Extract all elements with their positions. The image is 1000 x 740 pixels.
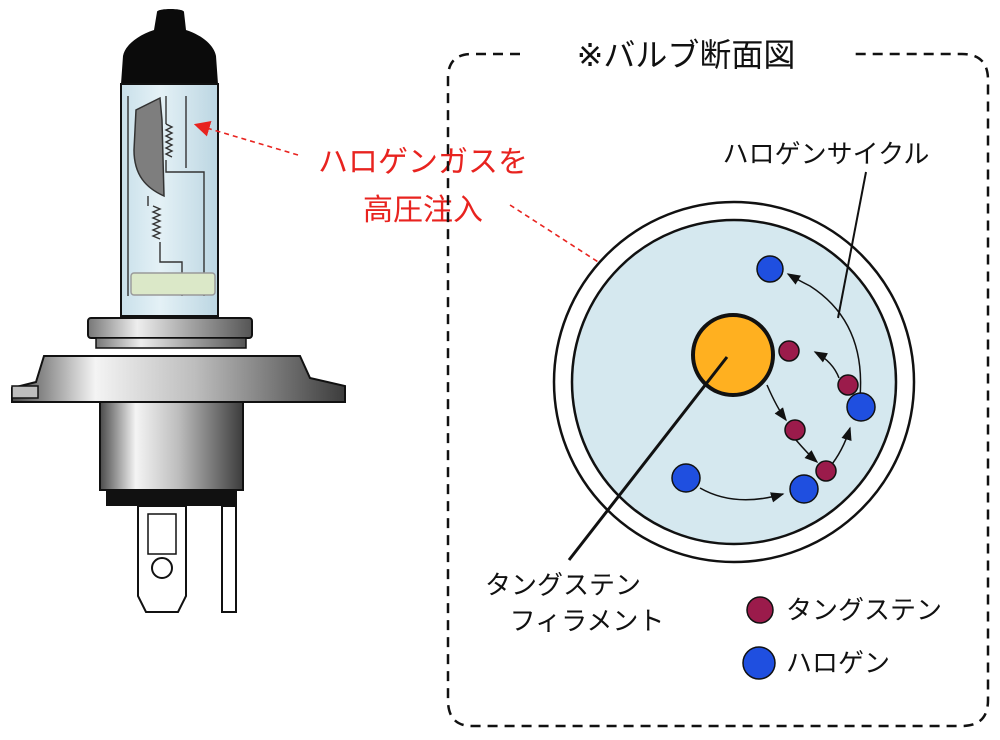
terminal-pin-hole	[151, 557, 173, 579]
halogen-cycle-arrows	[699, 273, 862, 503]
cross-section-panel: ※バルブ断面図 ハロゲンサイクル	[446, 36, 990, 728]
tungsten-particle	[837, 374, 859, 396]
panel-dashed-border	[446, 52, 990, 728]
filament-label-line-1: タングステン	[485, 571, 641, 601]
halogen-particle	[671, 463, 701, 493]
callout-arrow-to-bulb	[193, 121, 299, 156]
lower-filament-coil	[151, 205, 162, 240]
base-black-ring	[106, 490, 237, 506]
bulb-collar	[87, 317, 253, 339]
tungsten-particle	[778, 340, 800, 362]
bulb-base	[99, 401, 244, 491]
upper-filament-coil	[164, 123, 174, 158]
flange-lip	[11, 385, 39, 399]
bulb-collar-lower	[95, 337, 247, 349]
legend-tungsten-swatch	[746, 596, 774, 624]
legend-halogen-label: ハロゲン	[786, 649, 890, 679]
terminal-pin-inner	[147, 513, 177, 555]
filament-leader	[567, 356, 729, 561]
halogen-particle	[756, 255, 784, 283]
legend: タングステン ハロゲン	[742, 596, 942, 680]
halogen-bulb-illustration	[11, 9, 346, 613]
mounting-flange	[11, 355, 346, 403]
filament-label-line-2: フィラメント	[510, 607, 665, 637]
halogen-cycle-label: ハロゲンサイクル	[723, 140, 930, 170]
halogen-cycle-leader	[837, 171, 867, 319]
filament-shield	[133, 96, 165, 198]
glass-pinch	[130, 272, 216, 296]
section-title: ※バルブ断面図	[577, 36, 796, 74]
particles	[671, 255, 876, 504]
callout-line-2: 高圧注入	[363, 193, 483, 228]
tungsten-particle	[784, 419, 806, 441]
bulb-top-cap	[121, 9, 218, 84]
tungsten-particle	[815, 460, 837, 482]
legend-tungsten-label: タングステン	[786, 596, 942, 626]
gas-injection-callout: ハロゲンガスを 高圧注入	[193, 121, 663, 304]
halogen-particle	[789, 474, 819, 504]
halogen-particle	[846, 392, 876, 422]
legend-halogen-swatch	[742, 646, 776, 680]
terminal-pin-small	[221, 505, 237, 613]
callout-line-1: ハロゲンガスを	[318, 145, 528, 180]
